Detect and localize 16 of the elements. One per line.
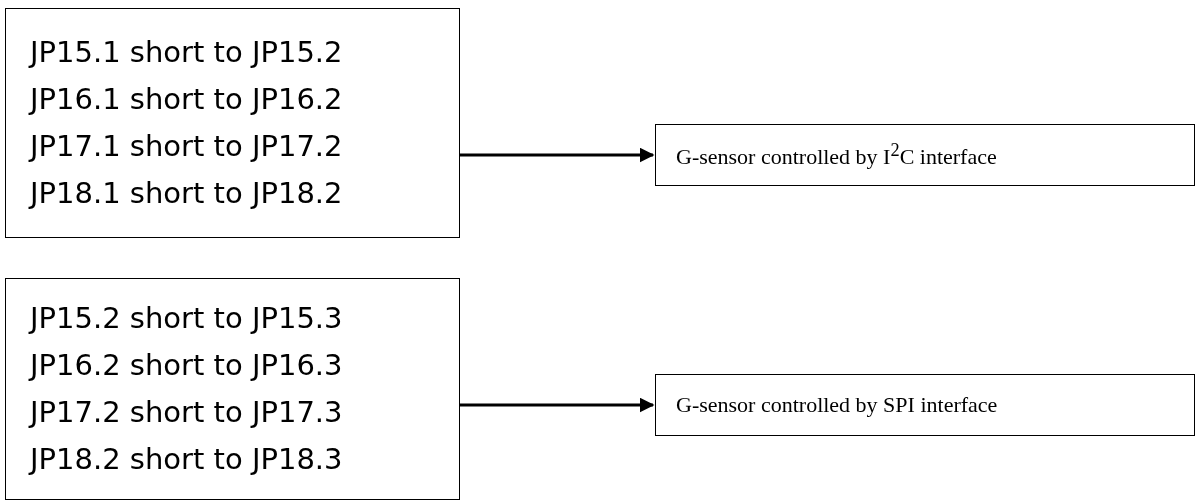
- jumper-text: JP18.2 short to JP18.3: [30, 441, 344, 478]
- jumper-box: [5, 8, 460, 238]
- result-box: [655, 124, 1195, 186]
- jumper-text: JP16.2 short to JP16.3: [30, 347, 344, 384]
- jumper-text: JP18.1 short to JP18.2: [30, 175, 344, 212]
- jumper-box: [5, 278, 460, 500]
- jumper-text: JP17.2 short to JP17.3: [30, 394, 344, 431]
- jumper-text: JP16.1 short to JP16.2: [30, 81, 344, 118]
- result-box: [655, 374, 1195, 436]
- result-text: G-sensor controlled by I$^{2}$C interface: [676, 139, 997, 171]
- result-text: G-sensor controlled by SPI interface: [676, 392, 998, 418]
- jumper-text: JP15.1 short to JP15.2: [30, 34, 344, 71]
- arrow: [460, 147, 655, 163]
- jumper-text: JP17.1 short to JP17.2: [30, 128, 344, 165]
- jumper-text: JP15.2 short to JP15.3: [30, 300, 344, 337]
- arrow: [460, 397, 655, 413]
